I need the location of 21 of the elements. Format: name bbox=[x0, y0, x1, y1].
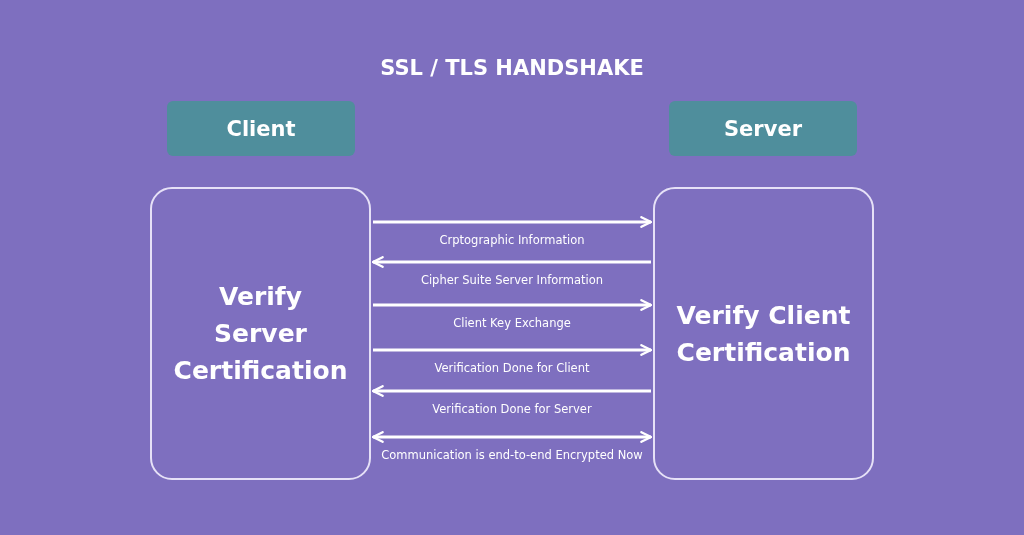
arrow bbox=[371, 431, 653, 443]
arrow bbox=[373, 299, 653, 311]
diagram-title: SSL / TLS HANDSHAKE bbox=[380, 56, 644, 80]
edge-label: Crptographic Information bbox=[439, 233, 585, 247]
edge-label: Communication is end-to-end Encrypted Now bbox=[381, 448, 643, 462]
header-label: Client bbox=[226, 116, 296, 141]
header-label: Server bbox=[724, 116, 802, 141]
box-label: Verify Server Certification bbox=[172, 281, 349, 387]
header-box bbox=[669, 101, 857, 156]
arrow bbox=[371, 256, 651, 268]
arrow bbox=[373, 344, 653, 356]
edge-label: Cipher Suite Server Information bbox=[420, 273, 604, 287]
arrow bbox=[371, 385, 651, 397]
process-box bbox=[150, 187, 371, 480]
edge-label: Client Key Exchange bbox=[453, 316, 571, 330]
header-box bbox=[167, 101, 355, 156]
edge-label: Verification Done for Server bbox=[432, 402, 592, 416]
arrow bbox=[373, 216, 653, 228]
process-box bbox=[653, 187, 874, 480]
box-label: Verify Client Certification bbox=[675, 299, 852, 369]
edge-label: Verification Done for Client bbox=[434, 361, 590, 375]
